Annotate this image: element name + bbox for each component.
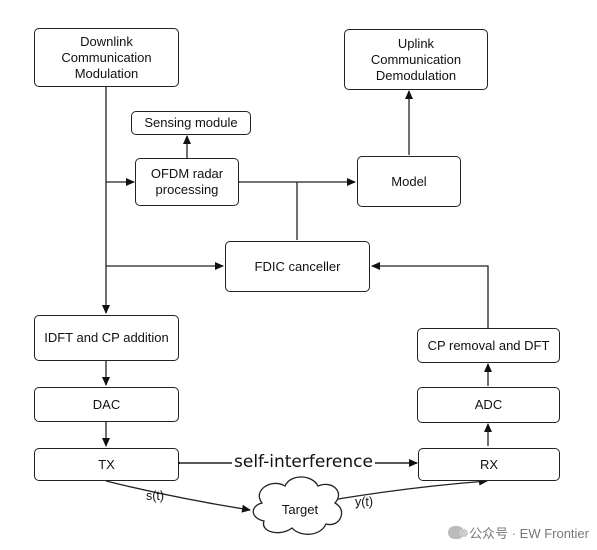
adc-block: ADC [417, 387, 560, 423]
target-cloud [252, 476, 343, 535]
uplink-demodulation-block: Uplink Communication Demodulation [344, 29, 488, 90]
target-label: Target [281, 502, 319, 517]
rx-block: RX [418, 448, 560, 481]
s-t-label: s(t) [146, 489, 165, 503]
wechat-icon [448, 526, 469, 539]
fdic-canceller-block: FDIC canceller [225, 241, 370, 292]
model-block: Model [357, 156, 461, 207]
tx-block: TX [34, 448, 179, 481]
watermark: 公众号 · EW Frontier [448, 523, 589, 542]
watermark-text: 公众号 · EW Frontier [469, 526, 589, 541]
downlink-modulation-block: Downlink Communication Modulation [34, 28, 179, 87]
cp-removal-to-fdic-arrow [371, 262, 489, 330]
sensing-module-block: Sensing module [131, 111, 251, 135]
target-to-rx-arrow [331, 477, 488, 501]
cp-removal-dft-block: CP removal and DFT [417, 328, 560, 363]
ofdm-radar-processing-block: OFDM radar processing [135, 158, 239, 206]
self-interference-label: self-interference [232, 452, 375, 472]
idft-cp-addition-block: IDFT and CP addition [34, 315, 179, 361]
tx-to-target-arrow [105, 480, 251, 513]
dac-block: DAC [34, 387, 179, 422]
y-t-label: y(t) [355, 495, 374, 509]
